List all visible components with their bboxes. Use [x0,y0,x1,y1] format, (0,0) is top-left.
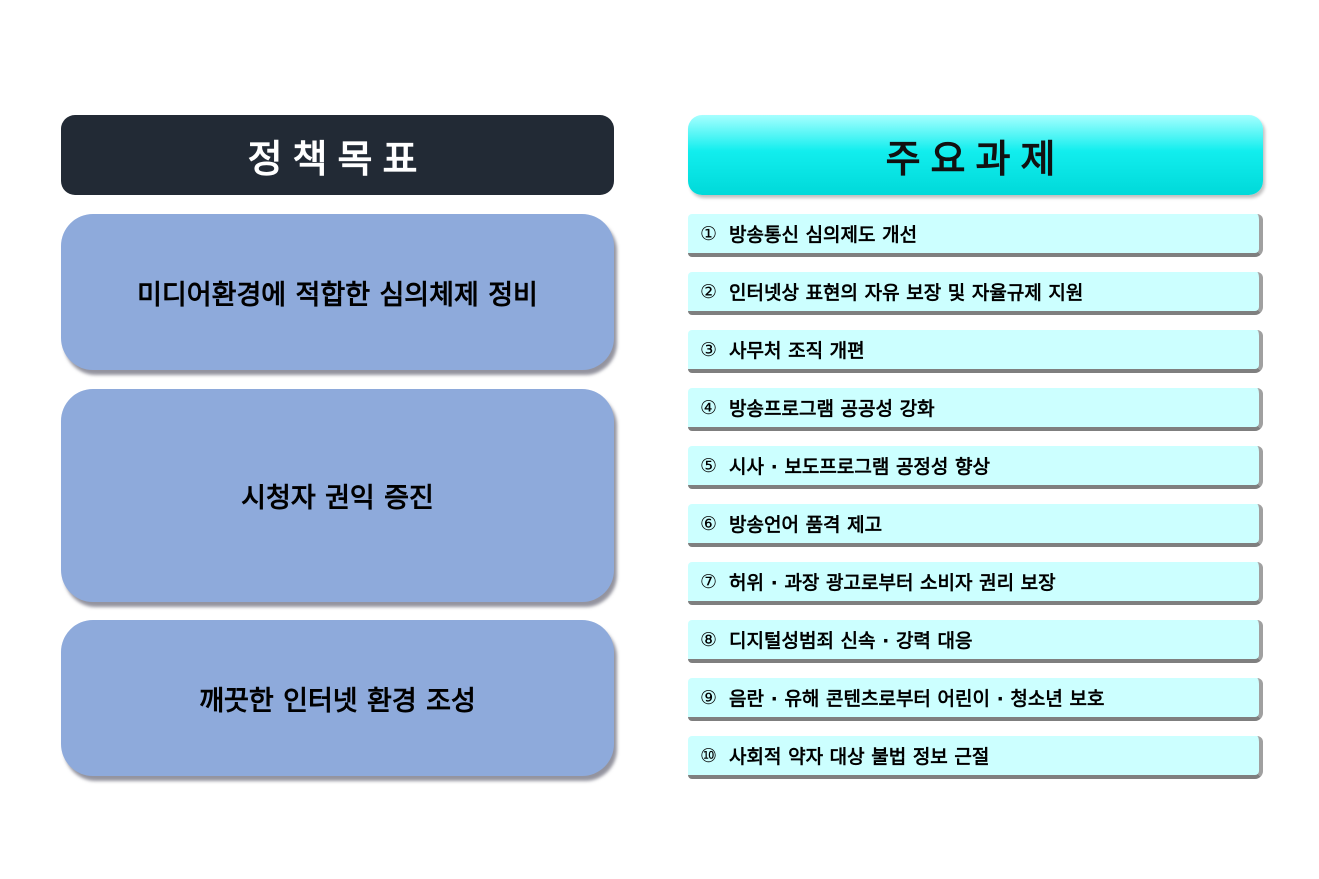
task-number: ⑤ [700,454,718,477]
goal-box-2: 시청자 권익 증진 [61,389,614,602]
task-item-7: ⑦ 허위 · 과장 광고로부터 소비자 권리 보장 [688,562,1263,605]
task-number: ⑩ [700,744,718,767]
task-text: 방송언어 품격 제고 [729,514,883,536]
task-item-3: ③ 사무처 조직 개편 [688,330,1263,373]
task-item-4: ④ 방송프로그램 공공성 강화 [688,388,1263,431]
task-item-2: ② 인터넷상 표현의 자유 보장 및 자율규제 지원 [688,272,1263,315]
task-text: 허위 · 과장 광고로부터 소비자 권리 보장 [729,572,1056,594]
task-text: 디지털성범죄 신속 · 강력 대응 [729,630,973,652]
task-text: 사회적 약자 대상 불법 정보 근절 [729,746,990,768]
policy-goals-header: 정책목표 [61,115,614,195]
goal-box-3: 깨끗한 인터넷 환경 조성 [61,620,614,776]
task-text: 음란 · 유해 콘텐츠로부터 어린이 · 청소년 보호 [729,688,1105,710]
task-number: ⑥ [700,512,718,535]
task-item-9: ⑨ 음란 · 유해 콘텐츠로부터 어린이 · 청소년 보호 [688,678,1263,721]
task-item-10: ⑩ 사회적 약자 대상 불법 정보 근절 [688,736,1263,779]
task-text: 인터넷상 표현의 자유 보장 및 자율규제 지원 [729,282,1084,304]
task-number: ⑧ [700,628,718,651]
task-number: ③ [700,338,718,361]
task-item-6: ⑥ 방송언어 품격 제고 [688,504,1263,547]
task-number: ⑦ [700,570,718,593]
task-item-5: ⑤ 시사 · 보도프로그램 공정성 향상 [688,446,1263,489]
task-number: ④ [700,396,718,419]
goal-box-1: 미디어환경에 적합한 심의체제 정비 [61,214,614,370]
task-number: ⑨ [700,686,718,709]
task-text: 방송통신 심의제도 개선 [729,224,918,246]
task-number: ① [700,222,718,245]
key-tasks-header: 주요과제 [688,115,1263,195]
task-text: 방송프로그램 공공성 강화 [729,398,935,420]
task-text: 사무처 조직 개편 [729,340,865,362]
task-item-8: ⑧ 디지털성범죄 신속 · 강력 대응 [688,620,1263,663]
task-number: ② [700,280,718,303]
task-text: 시사 · 보도프로그램 공정성 향상 [729,456,990,478]
task-item-1: ① 방송통신 심의제도 개선 [688,214,1263,257]
